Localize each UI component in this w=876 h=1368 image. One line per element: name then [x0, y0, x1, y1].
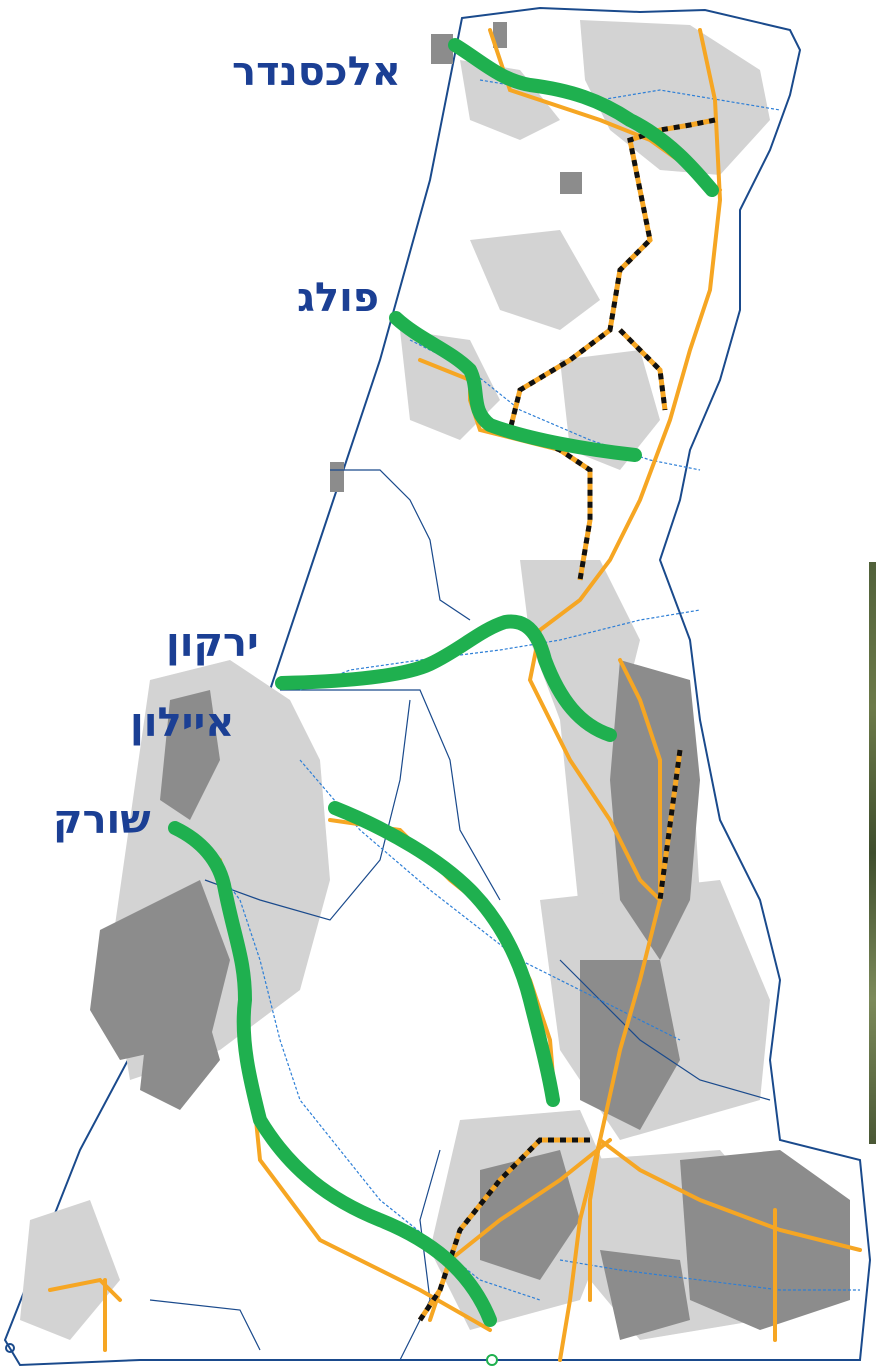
- photo-edge: [869, 562, 876, 1144]
- corridor-sorek: [168, 821, 497, 1327]
- label-alexander: אלכסנדר: [232, 49, 401, 95]
- corridor-yarkon: [275, 614, 617, 742]
- corridor-sorek-endpoint: [486, 1354, 498, 1366]
- municipal-boundaries: [149, 469, 771, 1361]
- ecological-corridors: [168, 38, 719, 1327]
- label-yarkon: ירקון: [166, 620, 259, 666]
- corridor-poleg: [389, 311, 642, 462]
- label-sorek: שורק: [53, 797, 151, 843]
- coastal-marker: [5, 1343, 15, 1353]
- label-poleg: פולג: [297, 275, 380, 321]
- corridor-ayalon: [328, 801, 560, 1107]
- label-ayalon: איילון: [130, 700, 235, 746]
- corridor-alexander: [448, 38, 719, 197]
